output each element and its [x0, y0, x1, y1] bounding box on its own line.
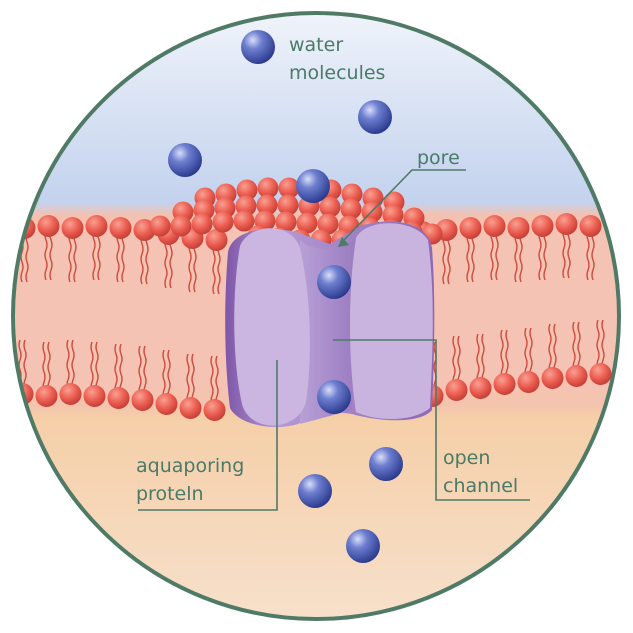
open-channel-label-line2: channel: [443, 475, 518, 497]
open-channel-label-line1: open: [443, 447, 490, 469]
aquaporin-label-line2: proteln: [136, 483, 204, 505]
protein-right-lobe: [350, 223, 433, 419]
aquaporin-leader-line: [138, 360, 278, 511]
water-molecule-icon: [317, 380, 351, 414]
water-molecule-icon: [298, 474, 332, 508]
water-molecule-icon: [346, 529, 380, 563]
pore-label: pore: [417, 147, 460, 169]
leader-lines: [138, 169, 530, 511]
water-molecule-icon: [296, 169, 330, 203]
water-molecule-icon: [241, 30, 275, 64]
labels: water molecules pore aquaporing proteln …: [136, 34, 518, 505]
border-ring: [11, 11, 621, 621]
water-molecule-icon: [168, 143, 202, 177]
water-molecules-label-line2: molecules: [289, 62, 385, 84]
pore-arrow-icon: [338, 237, 349, 247]
aquaporin-label-line1: aquaporing: [136, 455, 244, 477]
protein-left-lobe: [234, 228, 310, 426]
open-channel-leader-line: [333, 339, 530, 501]
water-molecule-icon: [317, 265, 351, 299]
water-molecules-label-line1: water: [289, 34, 343, 56]
water-molecule-icon: [369, 447, 403, 481]
water-molecule-icon: [358, 100, 392, 134]
pore-leader-line: [341, 169, 466, 243]
